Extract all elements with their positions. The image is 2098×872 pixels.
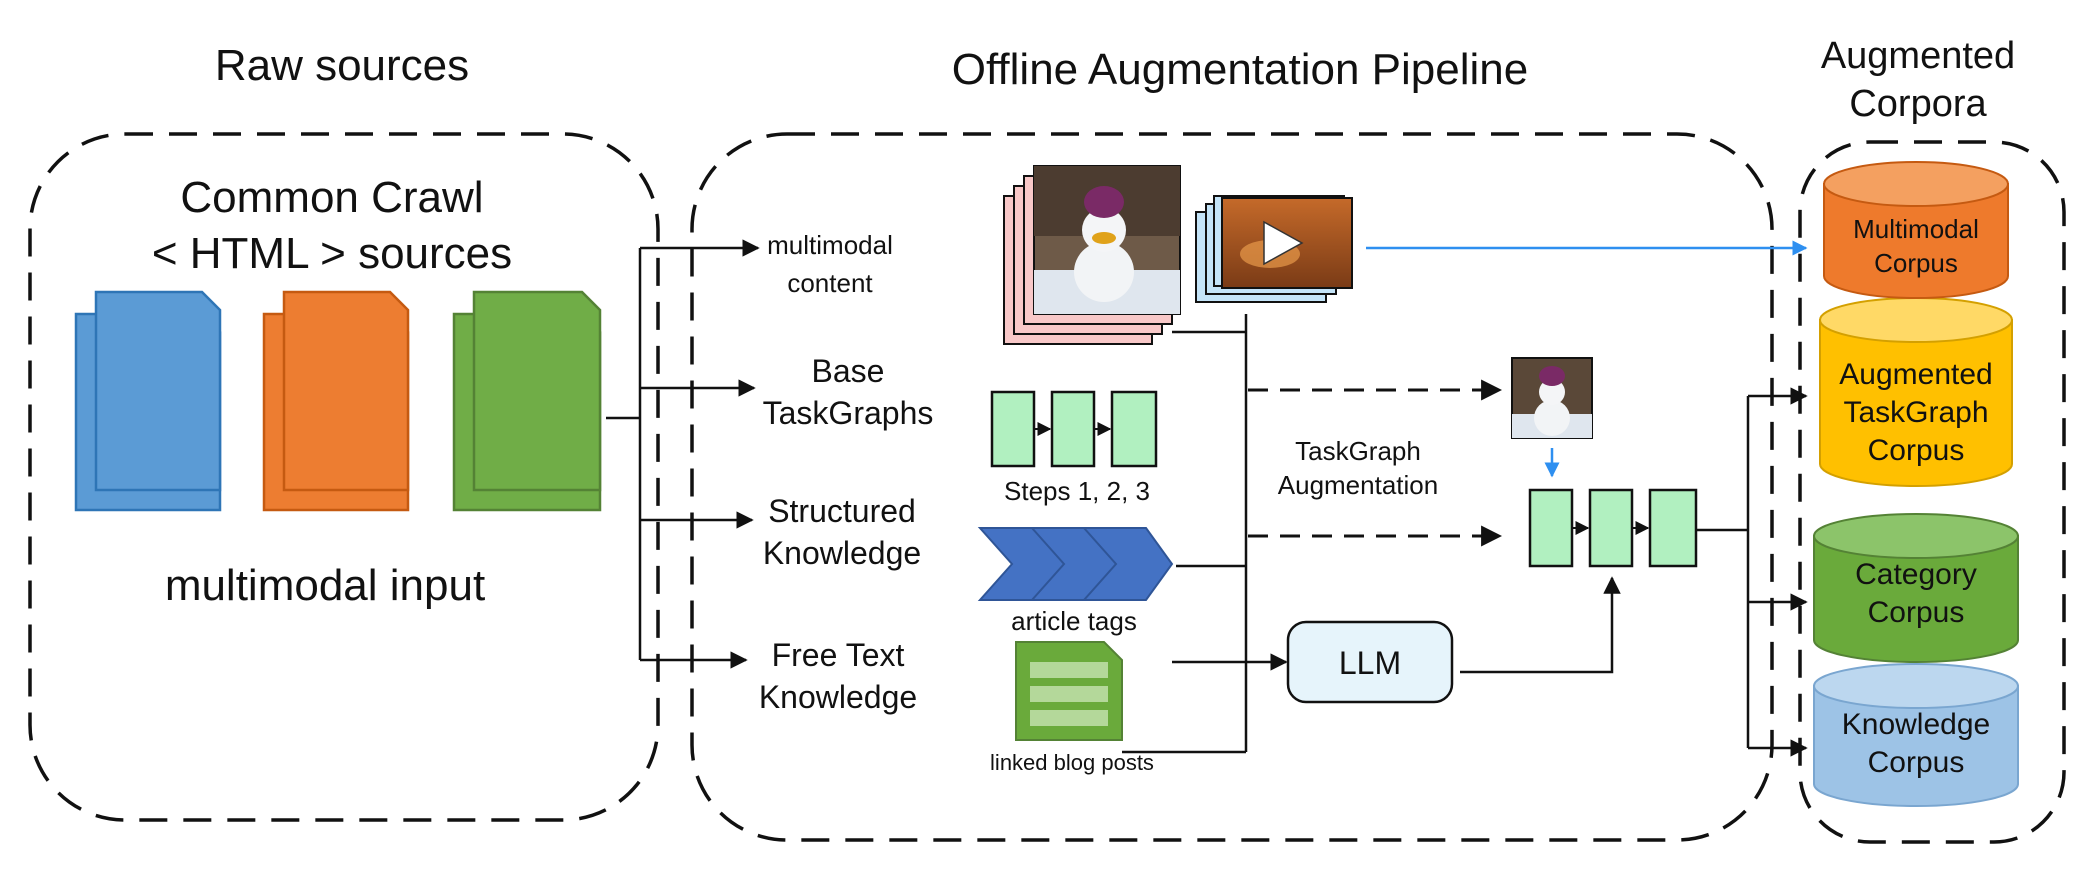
article-tags-caption: article tags — [1011, 606, 1137, 636]
category-corpus-label: Category — [1855, 558, 1977, 591]
multimodal-corpus-label-2: Corpus — [1874, 248, 1958, 278]
branch-freetext-2: Knowledge — [759, 679, 917, 715]
taskgraph-corpus-label-3: Corpus — [1868, 434, 1965, 467]
taskgraph-corpus-cylinder — [1819, 297, 2013, 487]
collector-bus — [1122, 314, 1248, 754]
video-stack-icon — [1195, 195, 1353, 303]
category-corpus-cylinder — [1813, 513, 2019, 663]
document-icon — [262, 290, 410, 512]
taskgraph-corpus-label-2: TaskGraph — [1843, 396, 1988, 429]
source-name: Common Crawl — [180, 173, 483, 222]
corpora-fanout — [1696, 396, 1750, 748]
taskgraph-corpus-label: Augmented — [1839, 358, 1992, 391]
taskgraph-augmentation-label: TaskGraph — [1295, 436, 1421, 466]
branch-structured: Structured — [768, 493, 916, 529]
play-icon — [1263, 220, 1304, 266]
branch-multimodal-2: content — [787, 268, 873, 298]
source-connector — [606, 248, 642, 660]
snowman-thumbnail-icon — [1511, 357, 1593, 439]
branch-base: Base — [812, 353, 885, 389]
branch-structured-2: Knowledge — [763, 535, 921, 571]
multimodal-corpus-cylinder — [1823, 161, 2009, 299]
augmented-taskgraph-steps — [1528, 488, 1698, 568]
pipeline-frame — [690, 132, 1774, 842]
blog-posts-caption: linked blog posts — [990, 750, 1154, 775]
base-taskgraph-steps — [990, 390, 1158, 468]
taskgraph-augmentation-label-2: Augmentation — [1278, 470, 1438, 500]
multimodal-input-caption: multimodal input — [165, 561, 485, 610]
blog-post-icon — [1015, 641, 1123, 741]
source-type: < HTML > sources — [152, 229, 512, 278]
knowledge-corpus-label-2: Corpus — [1868, 746, 1965, 779]
knowledge-corpus-cylinder — [1813, 663, 2019, 807]
llm-label: LLM — [1339, 645, 1401, 681]
corpora-frame — [1798, 140, 2066, 844]
arrow-llm-to-graph — [1460, 576, 1621, 674]
llm-box — [1286, 620, 1454, 704]
augmented-corpora-header: Augmented — [1821, 35, 2015, 77]
category-corpus-label-2: Corpus — [1868, 596, 1965, 629]
branch-base-2: TaskGraphs — [763, 395, 934, 431]
steps-caption: Steps 1, 2, 3 — [1004, 476, 1150, 506]
chevron-tags-icon — [977, 527, 1174, 601]
branch-freetext: Free Text — [772, 637, 905, 673]
pipeline-header: Offline Augmentation Pipeline — [952, 45, 1528, 94]
raw-sources-header: Raw sources — [215, 41, 469, 90]
knowledge-corpus-label: Knowledge — [1842, 708, 1990, 741]
multimodal-corpus-label: Multimodal — [1853, 214, 1979, 244]
image-stack-icon — [1003, 165, 1181, 345]
document-icon — [74, 290, 222, 512]
document-icon — [452, 290, 602, 512]
augmented-corpora-header-2: Corpora — [1849, 83, 1987, 125]
branch-multimodal: multimodal — [767, 230, 893, 260]
